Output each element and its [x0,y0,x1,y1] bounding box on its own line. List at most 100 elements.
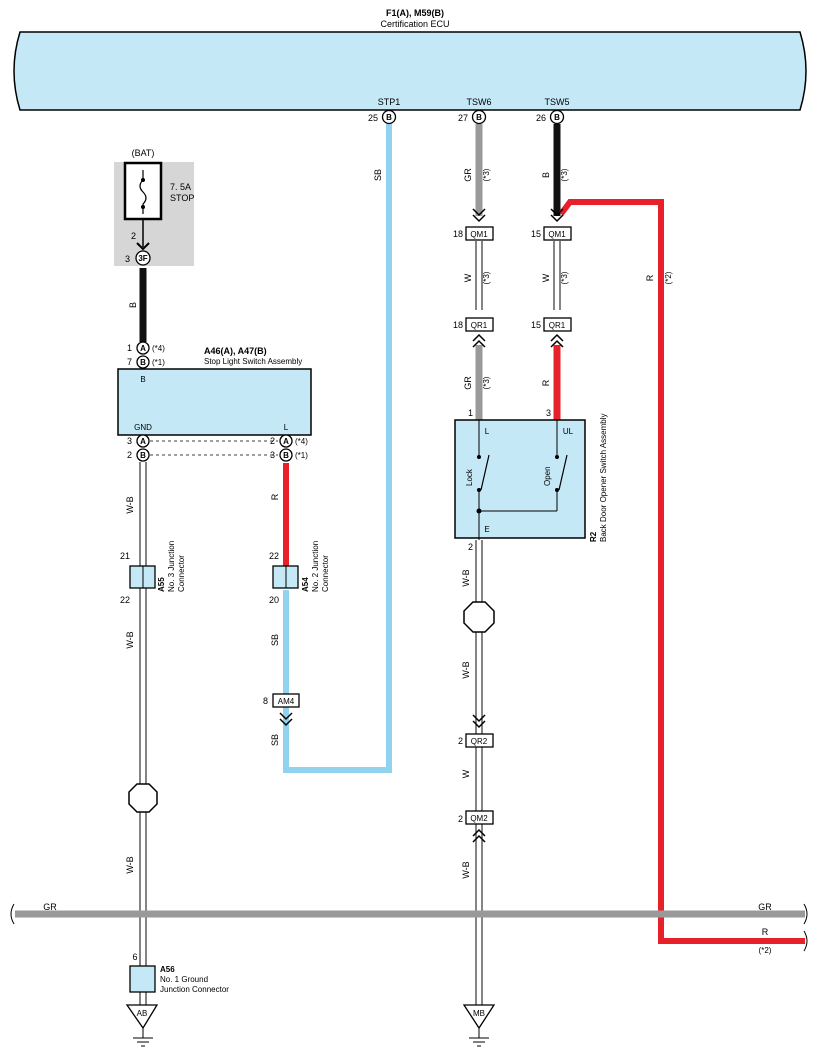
a56-desc-1: No. 1 Ground [160,975,208,984]
ecu-pin-tsw6-name: TSW6 [466,97,491,107]
svg-text:8: 8 [263,696,268,706]
am4-connector: 8 AM4 [263,693,300,727]
a54-label: A54 [301,577,310,592]
svg-text:AB: AB [137,1009,148,1018]
label-wb-2: W-B [125,631,135,648]
label-wb-4: W-B [461,569,471,586]
r2-box [454,419,586,539]
r2-lock-label: Lock [465,468,474,486]
wire-w-right [553,241,561,310]
wire-r-branch [558,199,805,944]
svg-text:B: B [283,451,289,460]
qr1-right-connector: 15 QR1 [531,317,572,348]
label-sb-stp1: SB [373,169,383,181]
stop-switch-gnd-b: 2 B [127,448,150,462]
svg-text:QR1: QR1 [549,321,566,330]
svg-text:B: B [386,113,392,122]
ecu-pin-stp1-name: STP1 [378,97,401,107]
label-wb-1: W-B [125,496,135,513]
fuse-source: (BAT) [132,148,155,158]
fuse-pin-bottom: 3 [125,254,130,264]
a56-id: A56 [160,965,175,974]
svg-text:27: 27 [458,113,468,123]
stop-switch-input-b: 7 B (*1) [127,355,165,369]
svg-text:QM1: QM1 [470,230,488,239]
label-gr-2: GR [463,376,473,390]
splice-left-octagon [128,783,158,813]
svg-text:6: 6 [132,952,137,962]
svg-text:(*1): (*1) [295,451,308,460]
r2-pin-2: 2 [468,542,473,552]
svg-text:B: B [140,358,146,367]
r2-switch-internals [476,420,568,540]
svg-text:1: 1 [127,343,132,353]
label-gr-1: GR [463,168,473,182]
a55-label: A55 [157,577,166,592]
label-r-branch: R [645,274,655,281]
a54-desc-1: No. 2 Junction [311,541,320,592]
fuse-element-icon [139,170,147,214]
wire-sb-stp1 [283,124,392,773]
svg-text:2: 2 [270,436,275,446]
a56-connector: 6 [129,952,156,993]
svg-text:3: 3 [127,436,132,446]
r2-open-label: Open [543,466,552,486]
a54-desc-2: Connector [321,555,330,592]
r2-pin-e-label: E [484,525,489,534]
a54-connector: 22 20 [269,551,299,605]
qm1-right-connector: 15 QM1 [531,208,572,241]
ecu-box [13,31,807,111]
label-w-1: W [463,273,473,282]
bus-gr-left-label: GR [43,902,57,912]
label-note3-4: (*3) [560,271,569,284]
svg-text:2: 2 [458,736,463,746]
stop-switch-pin-l: L [284,423,289,432]
svg-text:A: A [283,437,289,446]
stop-switch-l-a: 2 A (*4) [270,434,308,448]
svg-text:18: 18 [453,229,463,239]
ecu-pin-tsw5-name: TSW5 [544,97,569,107]
wire-w-left [475,241,483,310]
bus-break-right-r [803,930,808,952]
a55-desc-2: Connector [177,555,186,592]
svg-text:QR1: QR1 [471,321,488,330]
svg-text:(*1): (*1) [152,358,165,367]
label-note3-3: (*3) [482,271,491,284]
qm1-left-connector: 18 QM1 [453,208,494,241]
svg-text:2: 2 [458,814,463,824]
svg-text:B: B [554,113,560,122]
bus-r-right-label: R [762,927,769,937]
bus-r-note: (*2) [759,946,772,955]
bus-break-right-gr [803,903,808,925]
ground-mb-icon: MB [462,1004,496,1047]
svg-text:7: 7 [127,357,132,367]
fuse-pin-top: 2 [131,231,136,241]
svg-text:QM1: QM1 [548,230,566,239]
ecu-subtitle: Certification ECU [380,19,449,29]
r2-pin-ul-label: UL [563,427,574,436]
svg-text:22: 22 [120,595,130,605]
ecu-pin-25: 25 B [368,109,397,125]
ecu-pin-26: 26 B [536,109,565,125]
label-r-stop: R [270,493,280,500]
label-sb-2: SB [270,734,280,746]
splice-right-octagon [463,601,495,633]
stop-switch-l-b: 3 B (*1) [270,448,308,462]
svg-text:25: 25 [368,113,378,123]
svg-text:3F: 3F [138,254,147,263]
r2-pin-1: 1 [468,408,473,418]
svg-text:15: 15 [531,320,541,330]
ground-ab-icon: AB [125,1004,159,1047]
svg-text:AM4: AM4 [278,697,295,706]
svg-text:QR2: QR2 [471,737,488,746]
ecu-pin-27: 27 B [458,109,487,125]
qr2-connector: 2 QR2 [458,714,494,748]
svg-text:21: 21 [120,551,130,561]
label-wb-5: W-B [461,661,471,678]
svg-text:A: A [140,344,146,353]
svg-text:QM2: QM2 [470,814,488,823]
fuse-rating: 7. 5A [170,182,191,192]
stop-switch-pin-b: B [140,375,145,384]
